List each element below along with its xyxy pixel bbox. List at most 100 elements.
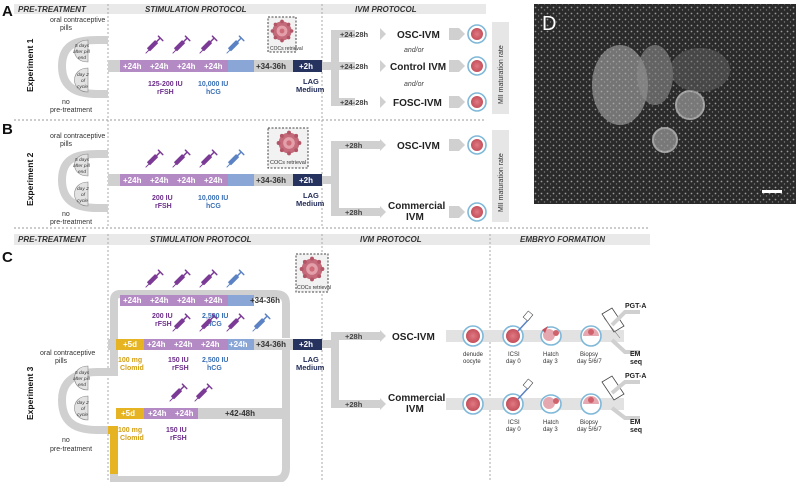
tl-c2-7: +2h bbox=[299, 340, 313, 349]
clomid-c3: Clomid bbox=[120, 435, 144, 442]
cocs-a: COCs retrieval bbox=[270, 46, 303, 52]
oocyte-icon bbox=[467, 24, 487, 44]
panel-a-label: A bbox=[2, 3, 13, 20]
cocs-c: COCs retrieval bbox=[297, 285, 331, 291]
biopsy-top-2: day 5/6/7 bbox=[577, 359, 602, 365]
lag-band-c2 bbox=[293, 339, 322, 350]
tl-c3-1: +5d bbox=[121, 409, 135, 418]
micrograph-oocyte-2 bbox=[637, 45, 673, 105]
lag-band-a bbox=[293, 60, 322, 72]
embryo-hatch-icon bbox=[540, 394, 562, 414]
mii-box-b bbox=[492, 130, 509, 222]
tl-c1-1: +24h bbox=[123, 296, 142, 305]
tl-c1-3: +24h bbox=[177, 296, 196, 305]
day2-a-3: cycle bbox=[77, 84, 88, 90]
tl-c3-3: +24h bbox=[175, 409, 194, 418]
oocyte-icon bbox=[467, 135, 487, 155]
no-pre-b-1: no bbox=[62, 211, 70, 218]
five-days-b-1: 5 days bbox=[75, 157, 90, 163]
five-days-a-1: 5 days bbox=[75, 43, 90, 49]
hcg-c2: hCG bbox=[207, 365, 222, 372]
lag-b-1: LAG bbox=[303, 191, 319, 200]
denude-1: denude bbox=[463, 352, 484, 358]
header-stimulation-a: STIMULATION PROTOCOL bbox=[145, 5, 247, 14]
syringe-icon bbox=[145, 149, 164, 168]
pgt-top: PGT-A bbox=[625, 303, 646, 310]
tl-c2-6: +34-36h bbox=[256, 340, 286, 349]
arrow-icon bbox=[380, 96, 386, 108]
arrow-icon bbox=[380, 60, 386, 72]
panel-d: D bbox=[534, 4, 796, 204]
arrow-icon bbox=[449, 60, 465, 72]
panel-b: B Experiment 2 oral contraceptive pills … bbox=[2, 119, 509, 228]
biopsy-bot-2: day 5/6/7 bbox=[577, 427, 602, 433]
micrograph-oocyte-1 bbox=[592, 45, 648, 125]
syringe-icon bbox=[145, 269, 164, 288]
five-days-c-2: after pill bbox=[73, 376, 91, 382]
syringe-icon bbox=[172, 35, 191, 54]
lag-band-b bbox=[293, 174, 322, 186]
arrow-icon bbox=[380, 139, 386, 151]
syringe-icon bbox=[169, 383, 188, 402]
tube-icon bbox=[601, 307, 625, 339]
oocyte-icon bbox=[467, 92, 487, 112]
syringe-icon bbox=[226, 35, 245, 54]
rfsh-dose-b: 200 IU bbox=[152, 195, 173, 202]
micrograph-shadow bbox=[670, 48, 730, 92]
andor-a-2: and/or bbox=[404, 81, 425, 88]
mii-a: MII maturation rate bbox=[498, 45, 505, 104]
no-pre-c-1: no bbox=[62, 437, 70, 444]
tl-b-5: +34-36h bbox=[256, 176, 286, 185]
experiment-3-label: Experiment 3 bbox=[25, 366, 35, 420]
pgt-arrow-bot bbox=[610, 380, 640, 395]
tl-c3-4: +42-48h bbox=[225, 409, 255, 418]
tl-c1-5: +34-36h bbox=[250, 296, 280, 305]
hcg-band-c1 bbox=[228, 295, 254, 306]
syringe-icon bbox=[252, 313, 271, 332]
tl-a-1: +24h bbox=[123, 62, 142, 71]
arrow-icon bbox=[449, 96, 465, 108]
branch-c-bot bbox=[331, 344, 380, 408]
branch-a-time-1: +24-28h bbox=[340, 30, 369, 39]
clomid-band-c3 bbox=[116, 408, 144, 419]
em-bot-2: seq bbox=[630, 427, 642, 434]
header-bar-a bbox=[14, 4, 486, 14]
bubble-day2-c bbox=[74, 395, 89, 421]
tl-c1-4: +24h bbox=[204, 296, 223, 305]
timeline-band-c3 bbox=[198, 408, 282, 419]
commercial-c-1: Commercial bbox=[388, 393, 445, 404]
syringe-icon bbox=[172, 269, 191, 288]
hcg-band-b bbox=[228, 174, 254, 186]
hcg-dose-b: 10,000 IU bbox=[198, 195, 228, 202]
hcg-band-c2 bbox=[228, 339, 254, 350]
panel-a: A PRE-TREATMENT STIMULATION PROTOCOL IVM… bbox=[2, 3, 509, 120]
bubble-day2-a bbox=[74, 67, 89, 93]
tl-a-2: +24h bbox=[150, 62, 169, 71]
tl-c1-2: +24h bbox=[150, 296, 169, 305]
tl-c2-1: +5d bbox=[123, 340, 137, 349]
tl-c2-3: +24h bbox=[174, 340, 193, 349]
tl-a-3: +24h bbox=[177, 62, 196, 71]
micrograph-oocyte-4 bbox=[652, 127, 678, 153]
rfsh-band-a bbox=[120, 60, 228, 72]
tl-b-3: +24h bbox=[177, 176, 196, 185]
day2-c-3: cycle bbox=[77, 412, 88, 418]
osc-ivm-a: OSC-IVM bbox=[397, 30, 440, 41]
biopsy-icon bbox=[580, 325, 602, 347]
flow-pre-c-bot bbox=[58, 399, 108, 434]
five-days-b-2: after pill bbox=[73, 163, 91, 169]
pgt-arrow-top bbox=[610, 310, 640, 327]
tube-icon bbox=[601, 375, 625, 401]
no-pre-a-1: no bbox=[62, 99, 70, 106]
experiment-1-label: Experiment 1 bbox=[25, 38, 35, 92]
commercial-b-1: Commercial bbox=[388, 201, 445, 212]
syringe-icon bbox=[199, 269, 218, 288]
fosc-ivm-a: FOSC-IVM bbox=[393, 98, 442, 109]
header-ivm-a: IVM PROTOCOL bbox=[355, 5, 417, 14]
arrow-icon bbox=[449, 28, 465, 40]
five-days-c-3: end bbox=[78, 382, 86, 388]
header-pre-treatment-c: PRE-TREATMENT bbox=[18, 235, 87, 244]
em-bot-1: EM bbox=[630, 419, 641, 426]
syringe-icon bbox=[199, 149, 218, 168]
